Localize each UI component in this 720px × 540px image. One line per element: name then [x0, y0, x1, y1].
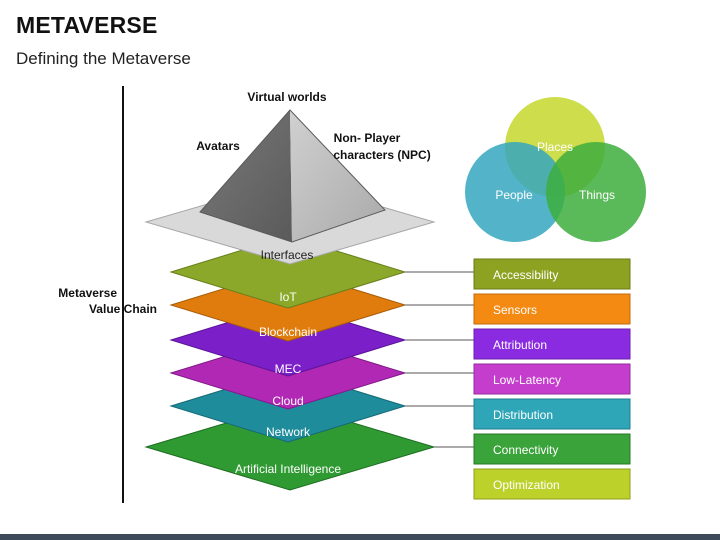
pyramid [199, 109, 386, 243]
pyramid-label-npc-line2: characters (NPC) [333, 148, 430, 162]
box-label-low-latency: Low-Latency [493, 373, 561, 387]
layer-artificial-intelligence: Artificial Intelligence [144, 403, 436, 491]
page-subtitle: Defining the Metaverse [16, 49, 191, 68]
box-label-optimization: Optimization [493, 478, 560, 492]
box-label-distribution: Distribution [493, 408, 553, 422]
value-chain-label-line2: Value Chain [89, 302, 157, 316]
box-optimization: Optimization [473, 468, 631, 500]
venn-label-things: Things [579, 188, 615, 202]
venn-label-places: Places [537, 140, 573, 154]
footer-bar [0, 534, 720, 540]
layer-label-cloud: Cloud [272, 394, 303, 408]
connector-lines [405, 271, 474, 448]
box-label-connectivity: Connectivity [493, 443, 558, 457]
box-label-attribution: Attribution [493, 338, 547, 352]
page-title: METAVERSE [16, 12, 158, 38]
box-low-latency: Low-Latency [473, 363, 631, 395]
layer-label-blockchain: Blockchain [259, 325, 317, 339]
pyramid-label-npc-line1: Non- Player [334, 131, 401, 145]
box-distribution: Distribution [473, 398, 631, 430]
value-chain-label-line1: Metaverse [58, 286, 117, 300]
venn-diagram: Places People Things [465, 97, 646, 242]
pyramid-label-avatars: Avatars [196, 139, 240, 153]
venn-label-people: People [495, 188, 533, 202]
box-accessibility: Accessibility [473, 258, 631, 290]
layer-label-network: Network [266, 425, 311, 439]
layer-label-interfaces: Interfaces [261, 248, 314, 262]
box-label-sensors: Sensors [493, 303, 537, 317]
layer-label-artificial-intelligence: Artificial Intelligence [235, 462, 341, 476]
box-label-accessibility: Accessibility [493, 268, 558, 282]
box-connectivity: Connectivity [473, 433, 631, 465]
venn-circle-things [546, 142, 646, 242]
box-attribution: Attribution [473, 328, 631, 360]
layer-label-iot: IoT [279, 290, 297, 304]
pyramid-label-virtual-worlds: Virtual worlds [247, 90, 326, 104]
venn-circle-people [465, 142, 565, 242]
box-sensors: Sensors [473, 293, 631, 325]
layer-label-mec: MEC [275, 362, 302, 376]
